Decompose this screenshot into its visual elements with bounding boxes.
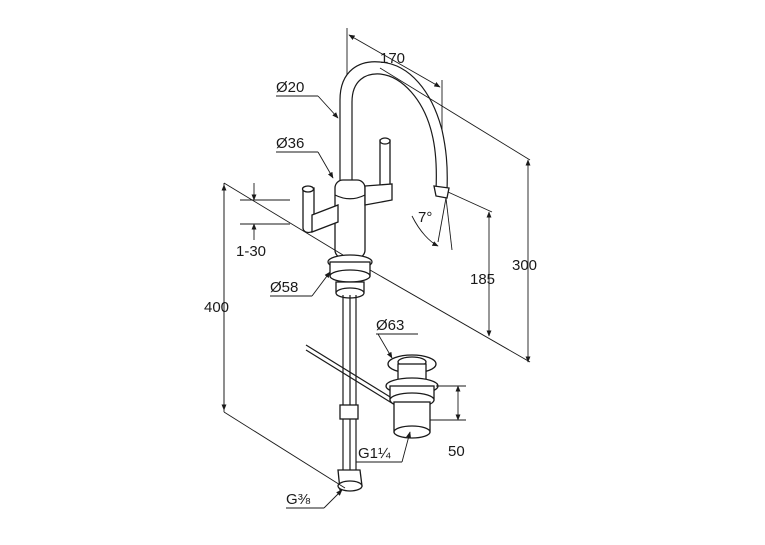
- spout: [339, 61, 450, 199]
- dimension-spout-diameter: Ø20: [276, 79, 339, 119]
- dimension-400: 400: [204, 182, 346, 489]
- faucet-base: [327, 254, 373, 299]
- dimension-50: 50: [430, 385, 466, 460]
- dim-label-supply-thread: G⅜: [286, 491, 311, 508]
- dim-label-300: 300: [512, 257, 537, 274]
- dim-label-swivel-angle: 7°: [418, 209, 432, 226]
- dim-label-400: 400: [204, 299, 229, 316]
- dimension-waste-diameter: Ø63: [376, 317, 418, 359]
- right-lever-handle: [364, 137, 393, 206]
- waste-valve: [385, 354, 439, 439]
- popup-rod: [305, 344, 396, 406]
- dimension-185: 185: [447, 191, 495, 337]
- dimension-waste-thread: G1¼: [356, 431, 411, 463]
- dimension-adjust-range: 1-30: [236, 183, 290, 260]
- left-lever-handle: [301, 185, 339, 234]
- dimension-170: 170: [346, 28, 443, 130]
- dim-label-body-diameter: Ø36: [276, 135, 304, 152]
- dimension-supply-thread: G⅜: [286, 489, 343, 509]
- dim-label-50: 50: [448, 443, 465, 460]
- dim-label-adjust-range: 1-30: [236, 243, 266, 260]
- faucet-body: [334, 179, 366, 259]
- dimension-300: 300: [369, 67, 537, 363]
- supply-hoses: [337, 295, 363, 492]
- dim-label-waste-diameter: Ø63: [376, 317, 404, 334]
- dimension-swivel-angle: 7°: [411, 197, 453, 251]
- dim-label-185: 185: [470, 271, 495, 288]
- dim-label-170: 170: [380, 50, 405, 67]
- dim-label-waste-thread: G1¼: [358, 445, 391, 462]
- dimension-base-diameter: Ø58: [270, 271, 331, 297]
- dim-label-spout-diameter: Ø20: [276, 79, 304, 96]
- dimension-body-diameter: Ø36: [276, 135, 334, 179]
- dim-label-base-diameter: Ø58: [270, 279, 298, 296]
